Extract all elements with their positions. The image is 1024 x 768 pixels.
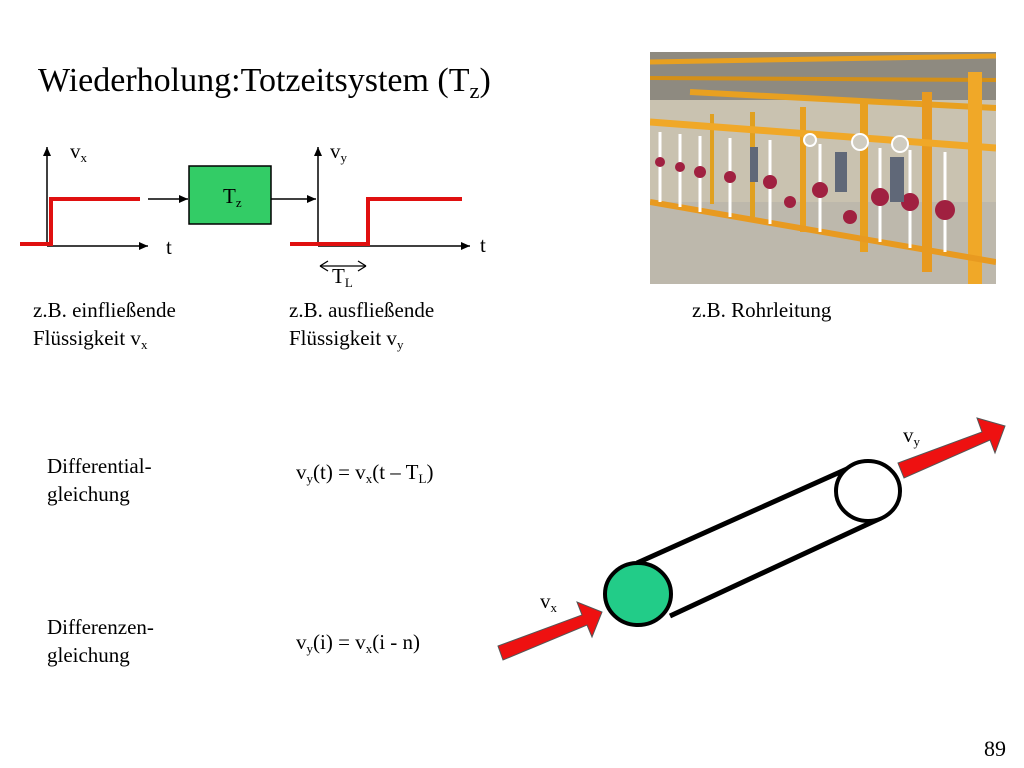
input-y-label: vx bbox=[70, 139, 88, 166]
title-subscript: z bbox=[469, 77, 480, 103]
difference-label: Differenzen- gleichung bbox=[47, 615, 154, 667]
differential-equation: vy(t) = vx(t – TL) bbox=[296, 460, 434, 487]
deadtime-block bbox=[188, 165, 272, 225]
input-step-signal bbox=[20, 197, 140, 246]
slide-title: Wiederholung:Totzeitsystem (Tz) bbox=[38, 62, 491, 103]
delay-label: TL bbox=[332, 264, 353, 291]
pipe-bottom-edge bbox=[668, 515, 883, 619]
difference-equation: vy(i) = vx(i - n) bbox=[296, 630, 421, 657]
input-caption: z.B. einfließende Flüssigkeit vx bbox=[33, 298, 176, 353]
outlet-flow-arrow bbox=[897, 417, 1006, 479]
output-caption: z.B. ausfließende Flüssigkeit vy bbox=[289, 298, 435, 353]
delay-double-arrow bbox=[319, 260, 367, 272]
pipe-drawing bbox=[603, 459, 902, 627]
output-y-label: vy bbox=[330, 139, 348, 166]
pipe-top-edge bbox=[635, 461, 860, 566]
differential-label: Differential- gleichung bbox=[47, 454, 152, 506]
input-axes bbox=[43, 147, 148, 250]
inlet-label: vx bbox=[540, 589, 558, 616]
input-x-label: t bbox=[166, 235, 172, 259]
block-label: Tz bbox=[223, 184, 242, 211]
outlet-label: vy bbox=[903, 423, 921, 450]
pipe-outlet-opening bbox=[834, 459, 902, 523]
title-close: ) bbox=[479, 62, 491, 99]
page-number: 89 bbox=[984, 736, 1006, 761]
title-main: Wiederholung:Totzeitsystem (T bbox=[38, 62, 470, 99]
output-x-label: t bbox=[480, 233, 486, 257]
photo-caption: z.B. Rohrleitung bbox=[692, 298, 832, 322]
pipeline-photo bbox=[650, 52, 996, 284]
pipe-inlet-opening bbox=[603, 561, 673, 627]
inlet-flow-arrow bbox=[497, 601, 603, 661]
output-step-signal bbox=[290, 197, 462, 246]
